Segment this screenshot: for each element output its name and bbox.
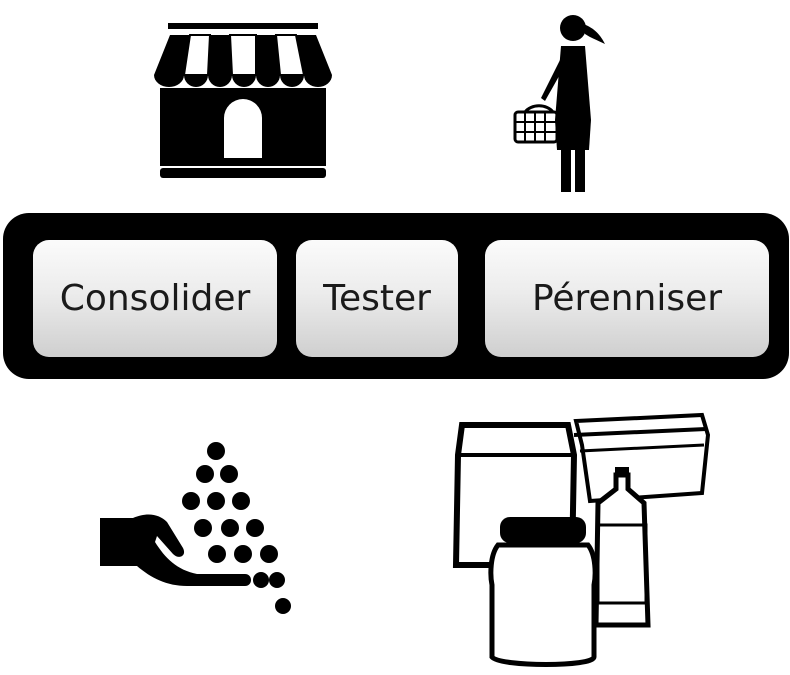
step-consolider: Consolider (33, 240, 277, 357)
hand-with-seeds-icon (100, 442, 291, 614)
step-label: Pérenniser (531, 278, 723, 319)
step-label: Tester (323, 278, 431, 319)
reusable-containers-icon (452, 412, 711, 667)
step-tester: Tester (296, 240, 458, 357)
step-label: Consolider (59, 278, 251, 319)
step-perenniser: Pérenniser (485, 240, 769, 357)
shopper-with-basket-icon (513, 15, 605, 192)
storefront-icon (154, 23, 332, 178)
steps-band: Consolider Tester Pérenniser (3, 213, 789, 379)
